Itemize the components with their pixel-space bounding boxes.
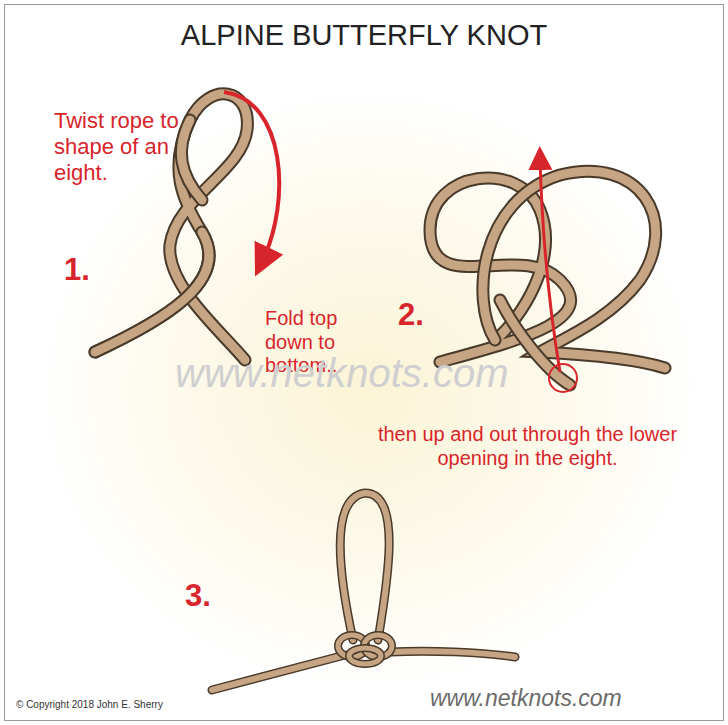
step-number: 3. — [185, 578, 235, 615]
step1-rope — [95, 94, 247, 360]
instruction-text: Twist rope to shape of an eight. — [54, 108, 184, 186]
step-number: 2. — [398, 297, 448, 334]
title: ALPINE BUTTERFLY KNOT — [0, 18, 728, 52]
step3-knot — [212, 493, 515, 690]
copyright: © Copyright 2018 John E. Sherry — [16, 699, 276, 711]
watermark: www.netknots.com — [175, 350, 595, 397]
opening-marker — [549, 364, 577, 392]
website: www.netknots.com — [430, 685, 690, 712]
fold-arrow — [224, 92, 279, 262]
threading-arrow — [540, 158, 560, 372]
instruction-text: then up and out through the lower openin… — [355, 423, 700, 470]
step-number: 1. — [64, 252, 114, 289]
